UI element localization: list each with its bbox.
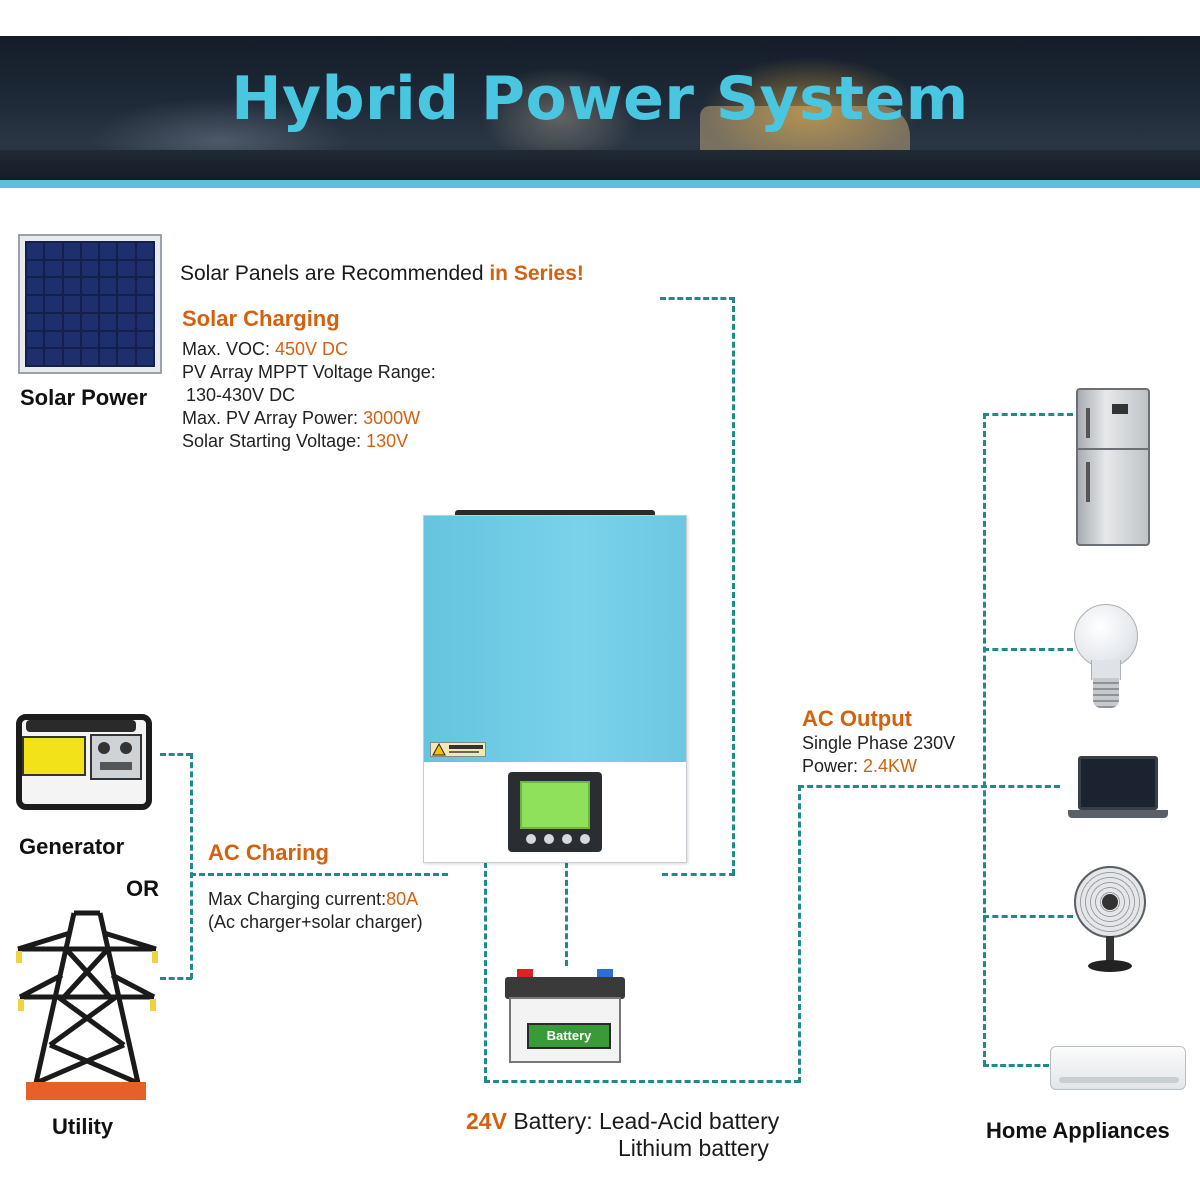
spec-label: Max. PV Array Power: <box>182 408 363 428</box>
solar-spec-start-voltage: Solar Starting Voltage: 130V <box>182 430 408 453</box>
spec-label: Solar Starting Voltage: <box>182 431 366 451</box>
ac-charging-note: (Ac charger+solar charger) <box>208 911 423 934</box>
connector-air-conditioner <box>983 1064 1049 1067</box>
refrigerator-icon <box>1076 388 1150 546</box>
spec-value: 80A <box>386 889 418 909</box>
spec-label: Max. VOC: <box>182 339 275 359</box>
inverter-cover <box>424 516 686 762</box>
connector-appliance-bus <box>983 413 986 1066</box>
battery-type-text: Battery: Lead-Acid battery <box>507 1108 779 1134</box>
panel-button <box>544 834 554 844</box>
solar-series-note: Solar Panels are Recommended in Series! <box>180 262 584 286</box>
solar-power-label: Solar Power <box>20 385 147 411</box>
generator-label: Generator <box>19 834 124 860</box>
spec-value: 3000W <box>363 408 420 428</box>
warning-sticker <box>430 742 486 757</box>
spec-value: 130V <box>366 431 408 451</box>
connector-fan <box>983 915 1073 918</box>
connector-output <box>798 785 1060 788</box>
solar-spec-mppt-label: PV Array MPPT Voltage Range: <box>182 361 436 384</box>
panel-button <box>526 834 536 844</box>
panel-button <box>580 834 590 844</box>
ac-charging-heading: AC Charing <box>208 840 329 866</box>
ac-output-heading: AC Output <box>802 706 912 732</box>
spec-value: 2.4KW <box>863 756 917 776</box>
connector-refrigerator <box>983 413 1073 416</box>
connector-ac-input-inverter <box>190 873 448 876</box>
laptop-icon <box>1068 756 1168 820</box>
or-label: OR <box>126 876 159 902</box>
solar-spec-mppt-value: 130-430V DC <box>186 384 295 407</box>
page-title: Hybrid Power System <box>0 64 1200 134</box>
solar-spec-power: Max. PV Array Power: 3000W <box>182 407 420 430</box>
connector-generator <box>160 753 192 756</box>
solar-series-note-emphasis: in Series! <box>489 262 584 285</box>
connector-battery-loop-left <box>484 862 487 1082</box>
power-tower-icon <box>14 905 160 1105</box>
ac-output-power: Power: 2.4KW <box>802 755 917 778</box>
battery-voltage: 24V <box>466 1108 507 1134</box>
connector-utility <box>160 977 192 980</box>
spec-label: Max Charging current: <box>208 889 386 909</box>
header-banner: Hybrid Power System <box>0 36 1200 188</box>
warning-icon <box>431 743 485 756</box>
solar-charging-heading: Solar Charging <box>182 306 340 332</box>
inverter-control-panel <box>508 772 602 852</box>
air-conditioner-icon <box>1050 1046 1186 1090</box>
connector-battery-loop-bottom <box>484 1080 800 1083</box>
ac-output-phase: Single Phase 230V <box>802 732 955 755</box>
connector-solar-inverter <box>662 873 735 876</box>
connector-solar-top <box>660 297 735 300</box>
connector-battery-direct <box>565 862 568 966</box>
fan-icon <box>1074 866 1146 976</box>
tower-base <box>26 1082 146 1100</box>
solar-series-note-text: Solar Panels are Recommended <box>180 262 489 285</box>
header-stripe <box>0 180 1200 188</box>
ground <box>0 150 1200 180</box>
lcd-display <box>520 781 590 829</box>
generator-icon <box>16 714 156 814</box>
battery-type-line2: Lithium battery <box>618 1135 769 1162</box>
battery-icon: Battery <box>505 967 625 1065</box>
light-bulb-icon <box>1074 604 1138 712</box>
spec-label: Power: <box>802 756 863 776</box>
connector-solar-down <box>732 297 735 875</box>
solar-spec-voc: Max. VOC: 450V DC <box>182 338 348 361</box>
connector-ac-input-vertical <box>190 753 193 979</box>
connector-output-vertical <box>798 785 801 1083</box>
battery-type-line1: 24V Battery: Lead-Acid battery <box>466 1108 779 1135</box>
solar-panel-icon <box>18 234 162 374</box>
panel-button <box>562 834 572 844</box>
utility-label: Utility <box>52 1114 113 1140</box>
ac-charging-current: Max Charging current:80A <box>208 888 418 911</box>
home-appliances-label: Home Appliances <box>986 1118 1170 1144</box>
battery-badge: Battery <box>527 1023 611 1049</box>
spec-value: 450V DC <box>275 339 348 359</box>
connector-light-bulb <box>983 648 1073 651</box>
hybrid-inverter <box>423 515 687 863</box>
